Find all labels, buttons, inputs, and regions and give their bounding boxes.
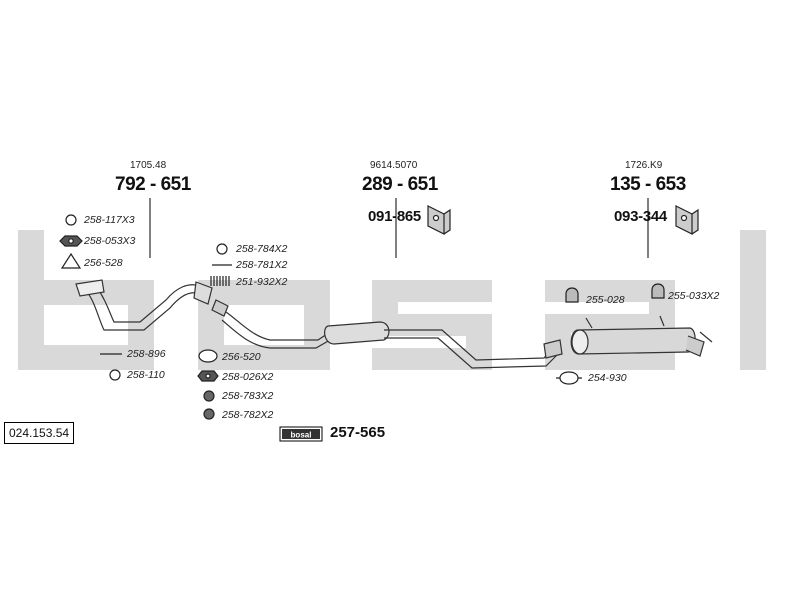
rubber-ring-icon-2 [203,408,215,420]
front-pipe-end-flange [193,281,213,305]
watermark-l [740,230,766,370]
bracket-icons [427,205,699,235]
resonator-body [324,321,390,345]
group-1-number: 792 - 651 [115,174,191,195]
washer-icon [216,243,228,255]
bosal-kit-number: 257-565 [330,424,386,441]
bracket-hole-2 [680,214,688,222]
hanger-rubber-icon [565,287,579,303]
part-label: 258-781X2 [236,259,288,271]
group-2-sub: 091-865 [368,208,421,225]
middle-pipe-drawing [211,299,563,369]
bosal-watermark [18,230,766,370]
group-2-code: 9614.5070 [370,160,418,171]
middle-pipe-outlet [543,339,563,359]
rubber-ring-icon [203,390,215,402]
part-label: 256-520 [222,351,261,363]
rear-silencer-end [571,329,589,355]
watermark-o [198,280,330,370]
bracket-hole-1 [432,214,440,222]
part-label: 255-033X2 [668,290,720,302]
seal-ring-icon [198,349,218,363]
middle-part-icons [197,243,232,420]
bosal-tag-icon: bosal [279,426,323,442]
group-3-code: 1726.K9 [625,160,663,171]
part-label: 255-028 [586,294,625,306]
clamp-icon [556,371,582,385]
group-1-code: 1705.48 [130,160,167,171]
part-label: 258-026X2 [222,371,274,383]
hanger-rubber-icon-2 [651,283,665,299]
rear-tailpipe [685,335,705,357]
part-label: 258-783X2 [222,390,274,402]
nut-hole-icon-2 [205,373,211,379]
bosal-tag-inner [282,429,320,439]
front-pipe-outline [83,284,201,331]
triangle-gasket-icon [60,252,82,269]
bosal-tag-label: bosal [291,431,312,440]
group-3-sub: 093-344 [614,208,667,225]
bracket-icon-1 [427,205,451,235]
right-part-icons [556,283,665,385]
watermark-b [18,230,154,370]
middle-pipe-tube [221,311,331,349]
part-label: 254-930 [588,372,627,384]
part-label: 258-110 [127,369,165,381]
part-label: 256-528 [84,257,123,269]
front-pipe-drawing [75,279,213,331]
group-3-number: 135 - 653 [610,174,686,195]
front-pipe-flange [75,279,105,297]
middle-pipe-inlet [211,299,229,317]
watermark-a [545,280,675,370]
part-label: 251-932X2 [236,276,288,288]
bracket-icon-2 [675,205,699,235]
part-label: 258-784X2 [236,243,288,255]
watermark-s [372,280,492,370]
ring-icon [109,369,121,381]
part-label: 258-117X3 [84,214,135,226]
group-2-number: 289 - 651 [362,174,438,195]
rear-silencer-body [570,327,696,355]
nut-hole-icon [68,238,74,244]
part-label: 258-896 [127,348,166,360]
gasket-ring-icon [65,214,77,226]
rear-silencer-bolt [699,331,713,343]
part-label: 258-053X3 [84,235,136,247]
rear-silencer-drawing [570,315,713,357]
part-label: 258-782X2 [222,409,274,421]
rear-silencer-hanger-1 [585,315,665,329]
spring-icon [210,276,230,286]
left-part-icons [59,214,122,381]
reference-number: 024.153.54 [4,422,75,444]
